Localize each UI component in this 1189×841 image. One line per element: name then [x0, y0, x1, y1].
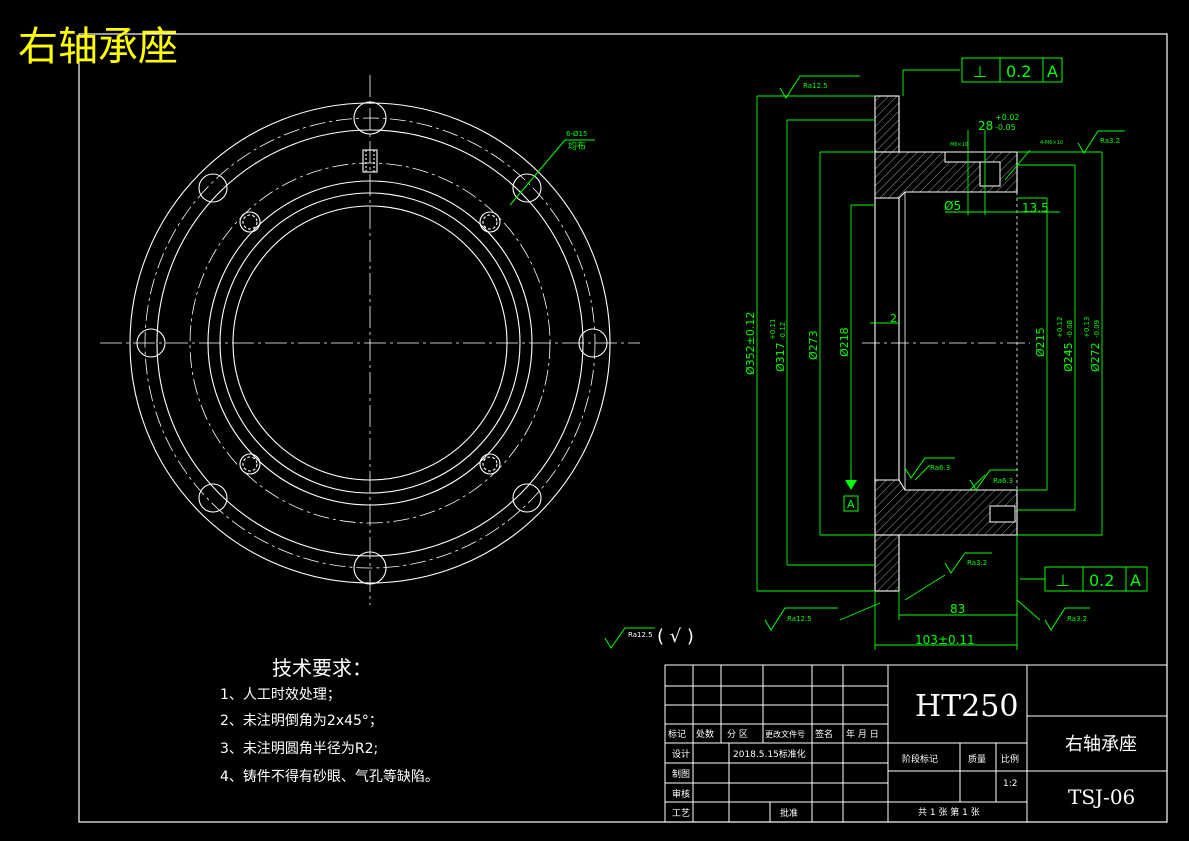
front-view — [100, 75, 640, 605]
hole-note-count: 6-Ø15 — [566, 130, 587, 138]
dim-w103: 103±0.11 — [915, 633, 975, 647]
tolerance-symbol: ⊥ — [1056, 571, 1070, 590]
threaded-hole — [479, 453, 501, 475]
title-block-header-cell: 更改文件号 — [765, 729, 805, 739]
roughness-label: Ra3.2 — [967, 559, 987, 567]
title-block-design-note: 2018.5.15标准化 — [733, 748, 806, 760]
section-dimensions — [756, 69, 1103, 650]
title-block-header-cell: 签名 — [815, 728, 833, 740]
title-block-process: 工艺 — [672, 808, 690, 819]
threaded-hole — [239, 211, 261, 233]
dim-w28: 28 — [978, 119, 993, 133]
roughness-label: Ra3.2 — [1067, 615, 1087, 623]
hole-callout: 6-Ø15 均布 — [509, 130, 595, 206]
tolerance-datum: A — [1047, 62, 1058, 81]
dim-d245-tol-lower: -0.08 — [1066, 320, 1074, 338]
threaded-hole — [242, 214, 258, 230]
dim-w13-5: 13.5 — [1022, 201, 1049, 215]
drawing-frame — [78, 33, 1168, 823]
dim-d317-tol-upper: +0.11 — [769, 319, 777, 340]
dim-d317-tol-lower: -0.12 — [779, 322, 787, 340]
title-block — [664, 664, 1168, 823]
dim-d218: Ø218 — [838, 327, 851, 357]
title-block-header-cell: 标记 — [668, 728, 686, 740]
tolerance-value: 0.2 — [1089, 571, 1114, 590]
tech-requirement-item: 1、人工时效处理； — [220, 687, 341, 703]
datum-box — [843, 495, 859, 512]
section-view — [862, 95, 1030, 592]
weight: 质量 — [968, 753, 986, 765]
dim-d245: Ø245 — [1062, 342, 1075, 372]
dim-d352: Ø352±0.12 — [744, 312, 757, 375]
tolerance-frame-bottom: ⊥ 0.2 A — [1044, 566, 1148, 592]
dim-d245-tol-upper: +0.12 — [1056, 317, 1064, 338]
threaded-hole — [239, 453, 261, 475]
tech-requirement-item: 3、未注明圆角半径为R2; — [220, 741, 378, 757]
tapped-hole-top — [979, 161, 1001, 187]
title-block-header-cell: 年 月 日 — [846, 728, 879, 740]
tech-requirement-item: 4、铸件不得有砂眼、气孔等缺陷。 — [220, 768, 439, 785]
dim-d272: Ø272 — [1089, 342, 1102, 372]
roughness-label: Ra6.3 — [930, 464, 950, 472]
drawing-number: TSJ-06 — [1068, 785, 1135, 809]
tech-requirements-title: 技术要求： — [272, 656, 372, 680]
title-block-header-cell: 处数 — [696, 728, 714, 740]
roughness-symbols — [604, 75, 1125, 649]
scale-value: 1:2 — [1003, 779, 1017, 789]
title-block-design: 设计 — [672, 748, 690, 760]
title-block-header-cell: 分 区 — [727, 729, 748, 740]
small-note-left: M6×10 — [950, 142, 968, 148]
roughness-label: Ra6.3 — [993, 477, 1013, 485]
general-roughness-paren: ( √ ) — [657, 626, 694, 647]
threaded-hole — [482, 456, 498, 472]
section-flange-top — [874, 95, 900, 153]
dim-w28-tol-lower: -0.05 — [995, 123, 1016, 132]
dim-d273: Ø273 — [807, 330, 820, 360]
flange-hole — [198, 173, 228, 203]
groove — [944, 151, 986, 163]
roughness-label: Ra12.5 — [803, 82, 828, 90]
dim-d272-tol-upper: +0.13 — [1083, 317, 1091, 338]
title-block-drawing: 制图 — [672, 768, 690, 780]
threaded-hole — [242, 456, 258, 472]
title-block-review: 审核 — [672, 788, 690, 800]
tolerance-datum: A — [1130, 571, 1141, 590]
section-flange-bottom — [874, 534, 900, 592]
threaded-hole — [482, 214, 498, 230]
dim-d272-tol-lower: -0.09 — [1093, 320, 1101, 338]
material: HT250 — [915, 689, 1018, 724]
dim-d5: Ø5 — [944, 199, 961, 213]
flange-hole — [512, 173, 542, 203]
flange-hole — [512, 483, 542, 513]
datum-triangle — [845, 480, 857, 490]
tolerance-frame-top: ⊥ 0.2 A — [961, 57, 1063, 83]
tech-requirement-item: 2、未注明倒角为2x45°； — [220, 713, 383, 729]
general-roughness-label: Ra12.5 — [628, 631, 653, 639]
roughness-label: Ra12.5 — [787, 615, 812, 623]
dim-w28-tol-upper: +0.02 — [995, 113, 1020, 122]
tolerance-value: 0.2 — [1006, 62, 1031, 81]
scale-label: 比例 — [1001, 753, 1019, 765]
title-block-approve: 批准 — [780, 807, 798, 819]
sheet-info: 共 1 张 第 1 张 — [918, 806, 980, 818]
dim-w83: 83 — [950, 602, 965, 616]
flange-hole — [198, 483, 228, 513]
tolerance-symbol: ⊥ — [973, 62, 987, 81]
small-note-right: 4-M6×10 — [1040, 140, 1063, 146]
roughness-label: Ra3.2 — [1100, 137, 1120, 145]
threaded-hole — [479, 211, 501, 233]
stage-mark: 阶段标记 — [902, 753, 938, 765]
dim-d215: Ø215 — [1034, 327, 1047, 357]
part-name: 右轴承座 — [1065, 734, 1137, 755]
dim-gap2: 2 — [890, 312, 897, 325]
dim-d317: Ø317 — [774, 342, 787, 372]
tapped-hole-bottom — [989, 505, 1016, 523]
hole-note-distribution: 均布 — [568, 140, 586, 152]
drawing-title: 右轴承座 — [18, 24, 178, 70]
datum-label: A — [847, 498, 855, 511]
